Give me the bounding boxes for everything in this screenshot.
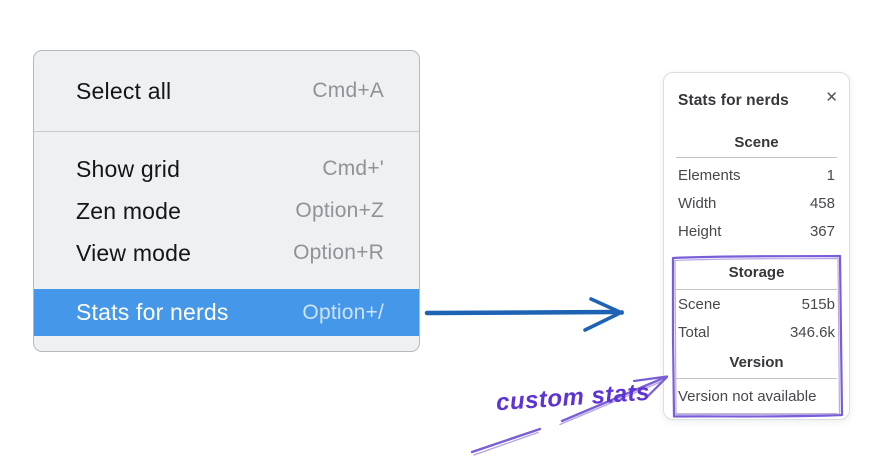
stat-label: Height bbox=[678, 223, 722, 240]
menu-divider bbox=[34, 131, 419, 132]
menu-item-shortcut: Option+R bbox=[293, 241, 384, 264]
divider bbox=[676, 413, 837, 414]
menu-item-label: Select all bbox=[76, 77, 172, 104]
section-heading-scene: Scene bbox=[734, 134, 779, 151]
menu-item-label: View mode bbox=[76, 239, 192, 266]
close-icon[interactable]: ✕ bbox=[825, 89, 838, 106]
menu-item-shortcut: Option+/ bbox=[302, 300, 384, 324]
stat-value: 346.6k bbox=[789, 324, 835, 341]
menu-item-shortcut: Cmd+' bbox=[322, 157, 384, 180]
menu-item-stats-for-nerds[interactable]: Stats for nerds Option+/ bbox=[34, 289, 419, 336]
stat-value: 367 bbox=[809, 223, 835, 240]
stat-row-width: Width 458 bbox=[678, 195, 835, 212]
menu-item-label: Zen mode bbox=[76, 197, 182, 224]
stat-row-height: Height 367 bbox=[678, 223, 835, 240]
menu-item-zen-mode[interactable]: Zen mode Option+Z bbox=[34, 190, 419, 232]
arrow-to-panel-drawing bbox=[424, 297, 624, 332]
menu-item-shortcut: Option+Z bbox=[295, 199, 384, 222]
annotation-text: custom stats bbox=[495, 378, 651, 417]
menu-item-select-all[interactable]: Select all Cmd+A bbox=[34, 51, 419, 131]
section-heading-storage: Storage bbox=[728, 264, 785, 281]
menu-item-view-mode[interactable]: View mode Option+R bbox=[34, 232, 419, 274]
stat-label: Total bbox=[678, 324, 710, 341]
stat-label: Elements bbox=[678, 167, 741, 184]
stats-panel-title: Stats for nerds bbox=[678, 92, 789, 109]
divider bbox=[676, 289, 837, 290]
stat-value: 515b bbox=[801, 296, 835, 313]
section-heading-version: Version bbox=[729, 354, 784, 371]
menu-item-shortcut: Cmd+A bbox=[312, 79, 384, 102]
stat-row-scene-storage: Scene 515b bbox=[678, 296, 835, 313]
context-menu: Select all Cmd+A Show grid Cmd+' Zen mod… bbox=[33, 50, 420, 352]
version-note: Version not available bbox=[678, 388, 817, 405]
divider bbox=[676, 378, 837, 379]
stat-label: Width bbox=[678, 195, 717, 212]
stat-value: 1 bbox=[826, 167, 835, 184]
divider bbox=[676, 157, 837, 158]
stat-row-elements: Elements 1 bbox=[678, 167, 835, 184]
menu-item-label: Show grid bbox=[76, 155, 181, 182]
stats-panel: Stats for nerds ✕ Scene Elements 1 Width… bbox=[663, 72, 850, 420]
stat-label: Scene bbox=[678, 296, 721, 313]
stat-row-total-storage: Total 346.6k bbox=[678, 324, 835, 341]
stat-value: 458 bbox=[809, 195, 835, 212]
menu-item-show-grid[interactable]: Show grid Cmd+' bbox=[34, 148, 419, 190]
menu-item-label: Stats for nerds bbox=[76, 299, 229, 325]
